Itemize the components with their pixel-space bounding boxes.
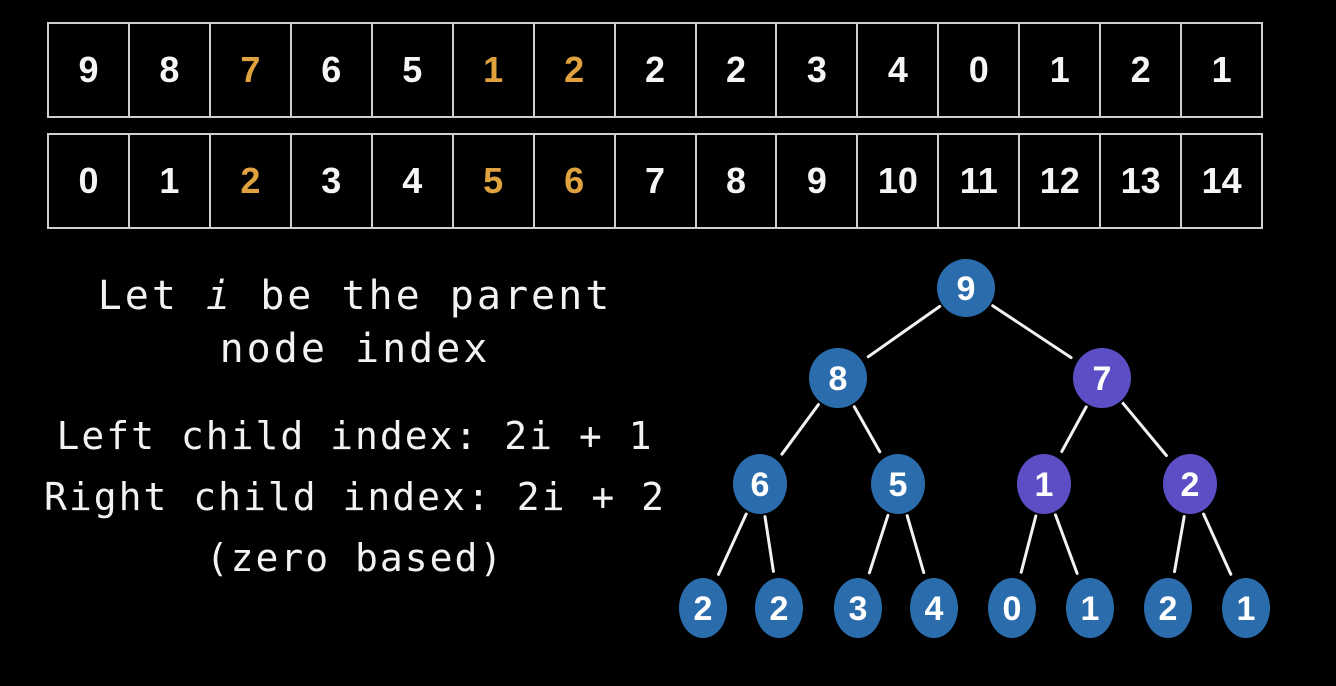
tree-edge	[866, 304, 942, 359]
value-cell: 2	[697, 24, 778, 116]
index-cell: 10	[858, 135, 940, 227]
index-cell: 0	[49, 135, 130, 227]
node-value: 9	[957, 270, 976, 308]
tree-node-blue: 2	[1144, 578, 1192, 638]
value-cell: 2	[1101, 24, 1183, 116]
tree-edge	[763, 515, 775, 573]
node-value: 2	[694, 590, 713, 628]
node-value: 1	[1035, 466, 1054, 504]
tree-node-purple: 1	[1017, 454, 1071, 514]
node-value: 2	[1159, 590, 1178, 628]
value-cell: 0	[939, 24, 1021, 116]
value-cell: 1	[454, 24, 535, 116]
tree-edge	[780, 403, 820, 456]
tree-edge	[867, 513, 890, 575]
node-circle	[733, 454, 787, 514]
tree-node-blue: 1	[1222, 578, 1270, 638]
value-cell: 5	[373, 24, 454, 116]
node-circle	[1222, 578, 1270, 638]
index-cell: 5	[454, 135, 535, 227]
tree-node-blue: 0	[988, 578, 1036, 638]
node-value: 0	[1003, 590, 1022, 628]
node-circle	[1017, 454, 1071, 514]
node-circle	[988, 578, 1036, 638]
node-value: 1	[1081, 590, 1100, 628]
tree-edge	[1054, 513, 1079, 575]
tree-edge	[717, 512, 748, 576]
index-cell: 3	[292, 135, 373, 227]
value-cell: 1	[1020, 24, 1102, 116]
node-value: 2	[1181, 466, 1200, 504]
tree-edge	[1121, 401, 1168, 457]
index-cell: 2	[211, 135, 292, 227]
index-cell: 8	[697, 135, 778, 227]
node-value: 4	[925, 590, 944, 628]
tree-node-blue: 8	[809, 348, 867, 408]
node-circle	[1066, 578, 1114, 638]
tree-node-blue: 4	[910, 578, 958, 638]
node-circle	[910, 578, 958, 638]
index-cell: 7	[616, 135, 697, 227]
value-cell: 6	[292, 24, 373, 116]
value-cell: 8	[130, 24, 211, 116]
node-circle	[871, 454, 925, 514]
value-cell: 2	[616, 24, 697, 116]
node-circle	[679, 578, 727, 638]
tree-edge	[991, 304, 1073, 360]
index-cell: 9	[777, 135, 859, 227]
node-value: 7	[1093, 360, 1112, 398]
node-value: 5	[889, 466, 908, 504]
value-cell: 1	[1211, 49, 1232, 90]
index-cell: 14	[1201, 160, 1242, 201]
index-cell: 1	[130, 135, 211, 227]
node-value: 8	[829, 360, 848, 398]
node-value: 1	[1237, 590, 1256, 628]
value-cell: 3	[777, 24, 859, 116]
node-value: 2	[770, 590, 789, 628]
node-circle	[1144, 578, 1192, 638]
node-circle	[1163, 454, 1217, 514]
tree-node-blue: 1	[1066, 578, 1114, 638]
tree-node-blue: 9	[937, 259, 995, 317]
tree-node-blue: 6	[733, 454, 787, 514]
tree-edge	[1019, 514, 1038, 574]
tree-edge	[1173, 515, 1186, 574]
node-circle	[1073, 348, 1131, 408]
node-circle	[809, 348, 867, 408]
tree-node-blue: 5	[871, 454, 925, 514]
value-cell: 2	[535, 24, 616, 116]
tree-edge	[852, 405, 882, 454]
node-circle	[834, 578, 882, 638]
tree-node-blue: 2	[755, 578, 803, 638]
tree-edge	[905, 514, 926, 574]
index-cell: 13	[1101, 135, 1183, 227]
tree-edge	[1202, 512, 1233, 576]
index-cell: 4	[373, 135, 454, 227]
node-value: 3	[849, 590, 868, 628]
tree-node-blue: 2	[679, 578, 727, 638]
value-cell: 7	[211, 24, 292, 116]
tree-edge	[1060, 405, 1088, 453]
index-cell: 6	[535, 135, 616, 227]
index-cell: 12	[1020, 135, 1102, 227]
tree-node-blue: 3	[834, 578, 882, 638]
tree-node-purple: 2	[1163, 454, 1217, 514]
index-cell: 11	[939, 135, 1021, 227]
value-cell: 9	[49, 24, 130, 116]
node-circle	[755, 578, 803, 638]
node-circle	[937, 259, 995, 317]
tree-node-purple: 7	[1073, 348, 1131, 408]
node-value: 6	[751, 466, 770, 504]
value-cell: 4	[858, 24, 940, 116]
